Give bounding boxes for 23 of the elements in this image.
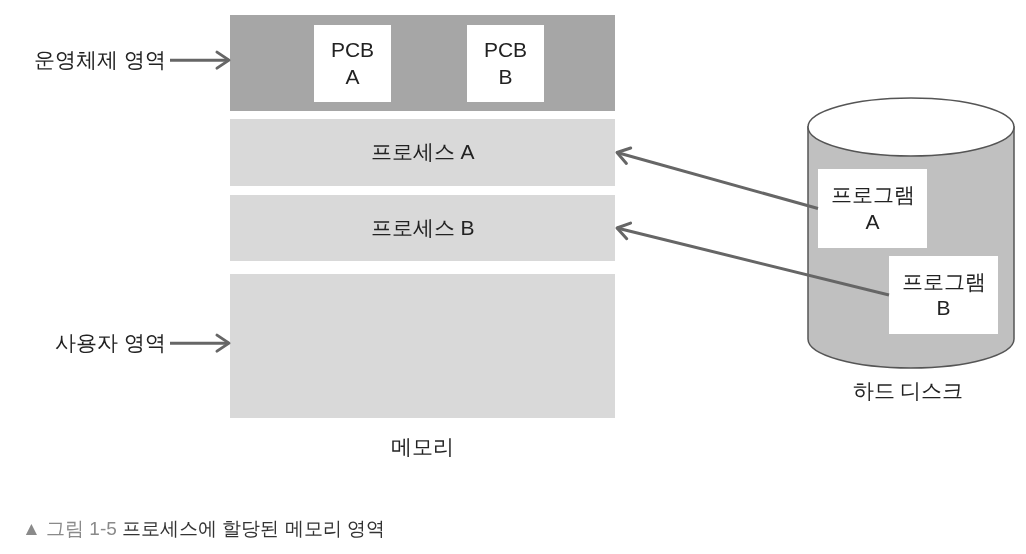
arrow: [615, 221, 890, 297]
program-label: 프로그램 B: [901, 268, 986, 321]
pcb-label: PCB B: [483, 37, 528, 90]
area-label: 운영체제 영역: [34, 47, 166, 74]
process-band: [230, 119, 615, 186]
pcb-box: [467, 25, 544, 102]
os-area-band: [230, 15, 615, 111]
process-band: [230, 195, 615, 261]
pcb-label: PCB A: [330, 37, 375, 90]
figure-caption: ▲ 그림 1-5 프로세스에 할당된 메모리 영역: [22, 517, 385, 541]
process-label: 프로세스 B: [370, 214, 475, 241]
area-label: 사용자 영역: [55, 330, 166, 357]
arrow: [170, 333, 231, 353]
program-box: [889, 256, 998, 334]
user-area-band: [230, 274, 615, 418]
program-box: [818, 169, 927, 248]
pcb-box: [314, 25, 391, 102]
program-label: 프로그램 A: [830, 182, 915, 235]
disk-caption: 하드 디스크: [852, 378, 964, 404]
memory-caption: 메모리: [390, 434, 454, 460]
arrow: [615, 146, 819, 210]
arrow: [170, 50, 231, 70]
process-label: 프로세스 A: [370, 139, 475, 166]
